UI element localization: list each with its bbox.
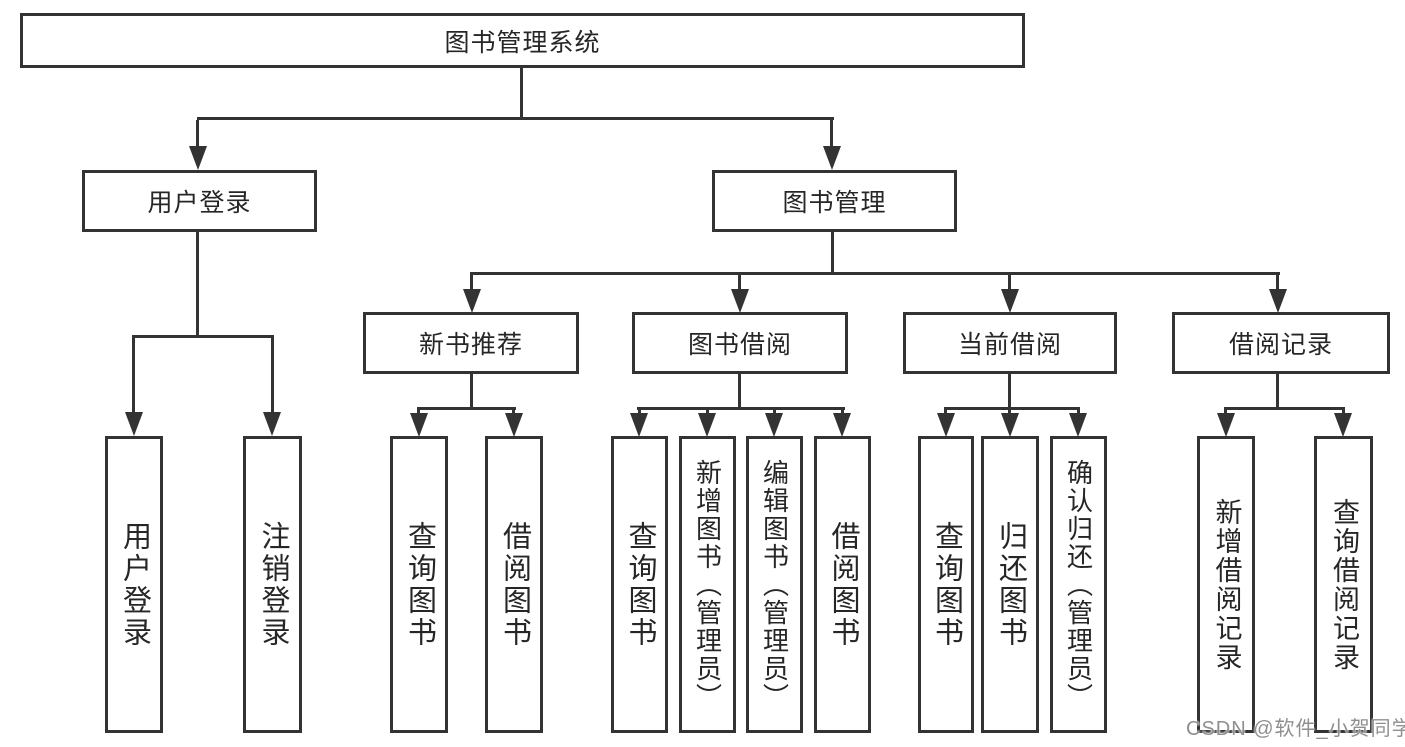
arrow-borrowing-edit-stem bbox=[773, 410, 776, 415]
connector-recommend-stem bbox=[470, 374, 473, 410]
arrow-user-login-head bbox=[189, 146, 207, 170]
leaf-current-query-books: 查询图书 bbox=[918, 436, 974, 733]
arrow-current-borrowing-head bbox=[1001, 289, 1019, 313]
arrow-records-query-stem bbox=[1342, 410, 1345, 415]
connector-borrowing-stem bbox=[738, 374, 741, 410]
arrow-borrowing-borrow-stem bbox=[841, 410, 844, 415]
arrow-current-query-stem bbox=[944, 410, 947, 415]
arrow-records-add-stem bbox=[1224, 410, 1227, 415]
leaf-recommend-query-books-label: 查询图书 bbox=[403, 520, 436, 649]
node-book-management: 图书管理 bbox=[712, 170, 957, 232]
arrow-leaf-user-login-head bbox=[125, 412, 143, 436]
leaf-logout-login-label: 注销登录 bbox=[257, 520, 289, 649]
arrow-recommend-borrow-head bbox=[505, 413, 523, 437]
node-book-borrowing: 图书借阅 bbox=[632, 312, 848, 374]
arrow-borrowing-query-stem bbox=[638, 410, 641, 415]
connector-level3-hline bbox=[470, 272, 1280, 275]
arrow-leaf-logout-stem bbox=[271, 338, 274, 414]
connector-root-stem bbox=[520, 68, 523, 117]
leaf-records-add-record-label: 新增借阅记录 bbox=[1211, 497, 1242, 672]
leaf-records-query-record-label: 查询借阅记录 bbox=[1329, 497, 1359, 672]
connector-user-login-stem bbox=[196, 232, 199, 336]
arrow-current-borrowing-stem bbox=[1008, 275, 1011, 291]
connector-records-hline bbox=[1224, 407, 1345, 410]
arrow-leaf-logout-head bbox=[263, 412, 281, 436]
leaf-records-query-record: 查询借阅记录 bbox=[1314, 436, 1373, 733]
arrow-borrowing-query-head bbox=[630, 413, 648, 437]
leaf-current-confirm-return-admin-label: 确认归还（管理员） bbox=[1063, 458, 1094, 711]
arrow-book-management-head bbox=[823, 146, 841, 170]
leaf-current-confirm-return-admin: 确认归还（管理员） bbox=[1050, 436, 1107, 733]
leaf-logout-login: 注销登录 bbox=[243, 436, 302, 733]
connector-current-stem bbox=[1008, 374, 1011, 410]
arrow-recommend-borrow-stem bbox=[512, 410, 515, 415]
arrow-current-confirm-head bbox=[1069, 413, 1087, 437]
leaf-user-login-label: 用户登录 bbox=[118, 520, 151, 649]
arrow-book-borrowing-stem bbox=[738, 275, 741, 291]
arrow-book-borrowing-head bbox=[731, 289, 749, 313]
arrow-borrowing-add-head bbox=[698, 413, 716, 437]
arrow-current-return-head bbox=[1001, 413, 1019, 437]
leaf-borrowing-borrow-books-label: 借阅图书 bbox=[827, 520, 859, 649]
arrow-borrowing-add-stem bbox=[706, 410, 709, 415]
node-current-borrowing: 当前借阅 bbox=[903, 312, 1117, 374]
arrow-records-query-head bbox=[1334, 413, 1352, 437]
leaf-user-login: 用户登录 bbox=[105, 436, 163, 733]
connector-user-login-hline bbox=[132, 335, 274, 338]
leaf-current-query-books-label: 查询图书 bbox=[930, 520, 963, 649]
leaf-borrowing-edit-books-admin-label: 编辑图书（管理员） bbox=[759, 458, 790, 711]
arrow-borrowing-edit-head bbox=[765, 413, 783, 437]
connector-borrowing-hline bbox=[637, 407, 845, 410]
connector-recommend-hline bbox=[417, 407, 516, 410]
arrow-new-book-recommendation-stem bbox=[470, 275, 473, 291]
arrow-borrowing-borrow-head bbox=[833, 413, 851, 437]
arrow-user-login-stem bbox=[196, 120, 199, 148]
leaf-borrowing-add-books-admin-label: 新增图书（管理员） bbox=[692, 458, 723, 711]
arrow-current-confirm-stem bbox=[1077, 410, 1080, 415]
leaf-recommend-borrow-books-label: 借阅图书 bbox=[498, 520, 531, 649]
arrow-leaf-user-login-stem bbox=[132, 338, 135, 414]
node-borrowing-records: 借阅记录 bbox=[1172, 312, 1390, 374]
arrow-current-return-stem bbox=[1008, 410, 1011, 415]
leaf-current-return-books-label: 归还图书 bbox=[994, 520, 1027, 649]
arrow-new-book-recommendation-head bbox=[463, 289, 481, 313]
arrow-borrowing-records-stem bbox=[1276, 275, 1279, 291]
watermark: CSDN @软件_小贺同学 bbox=[1186, 718, 1405, 740]
node-root: 图书管理系统 bbox=[20, 13, 1025, 68]
leaf-records-add-record: 新增借阅记录 bbox=[1197, 436, 1255, 733]
arrow-records-add-head bbox=[1217, 413, 1235, 437]
arrow-borrowing-records-head bbox=[1269, 289, 1287, 313]
arrow-recommend-query-head bbox=[410, 413, 428, 437]
leaf-borrowing-add-books-admin: 新增图书（管理员） bbox=[679, 436, 736, 733]
leaf-current-return-books: 归还图书 bbox=[981, 436, 1039, 733]
node-new-book-recommendation: 新书推荐 bbox=[363, 312, 579, 374]
leaf-borrowing-borrow-books: 借阅图书 bbox=[814, 436, 871, 733]
connector-book-management-stem bbox=[831, 232, 834, 273]
connector-records-stem bbox=[1276, 374, 1279, 410]
connector-level2-hline bbox=[197, 117, 834, 120]
node-user-login: 用户登录 bbox=[82, 170, 317, 232]
leaf-borrowing-edit-books-admin: 编辑图书（管理员） bbox=[746, 436, 803, 733]
arrow-current-query-head bbox=[937, 413, 955, 437]
arrow-recommend-query-stem bbox=[417, 410, 420, 415]
leaf-borrowing-query-books-label: 查询图书 bbox=[624, 520, 656, 649]
leaf-recommend-query-books: 查询图书 bbox=[390, 436, 448, 733]
connector-current-hline bbox=[944, 407, 1080, 410]
arrow-book-management-stem bbox=[830, 120, 833, 148]
leaf-borrowing-query-books: 查询图书 bbox=[611, 436, 668, 733]
leaf-recommend-borrow-books: 借阅图书 bbox=[485, 436, 543, 733]
